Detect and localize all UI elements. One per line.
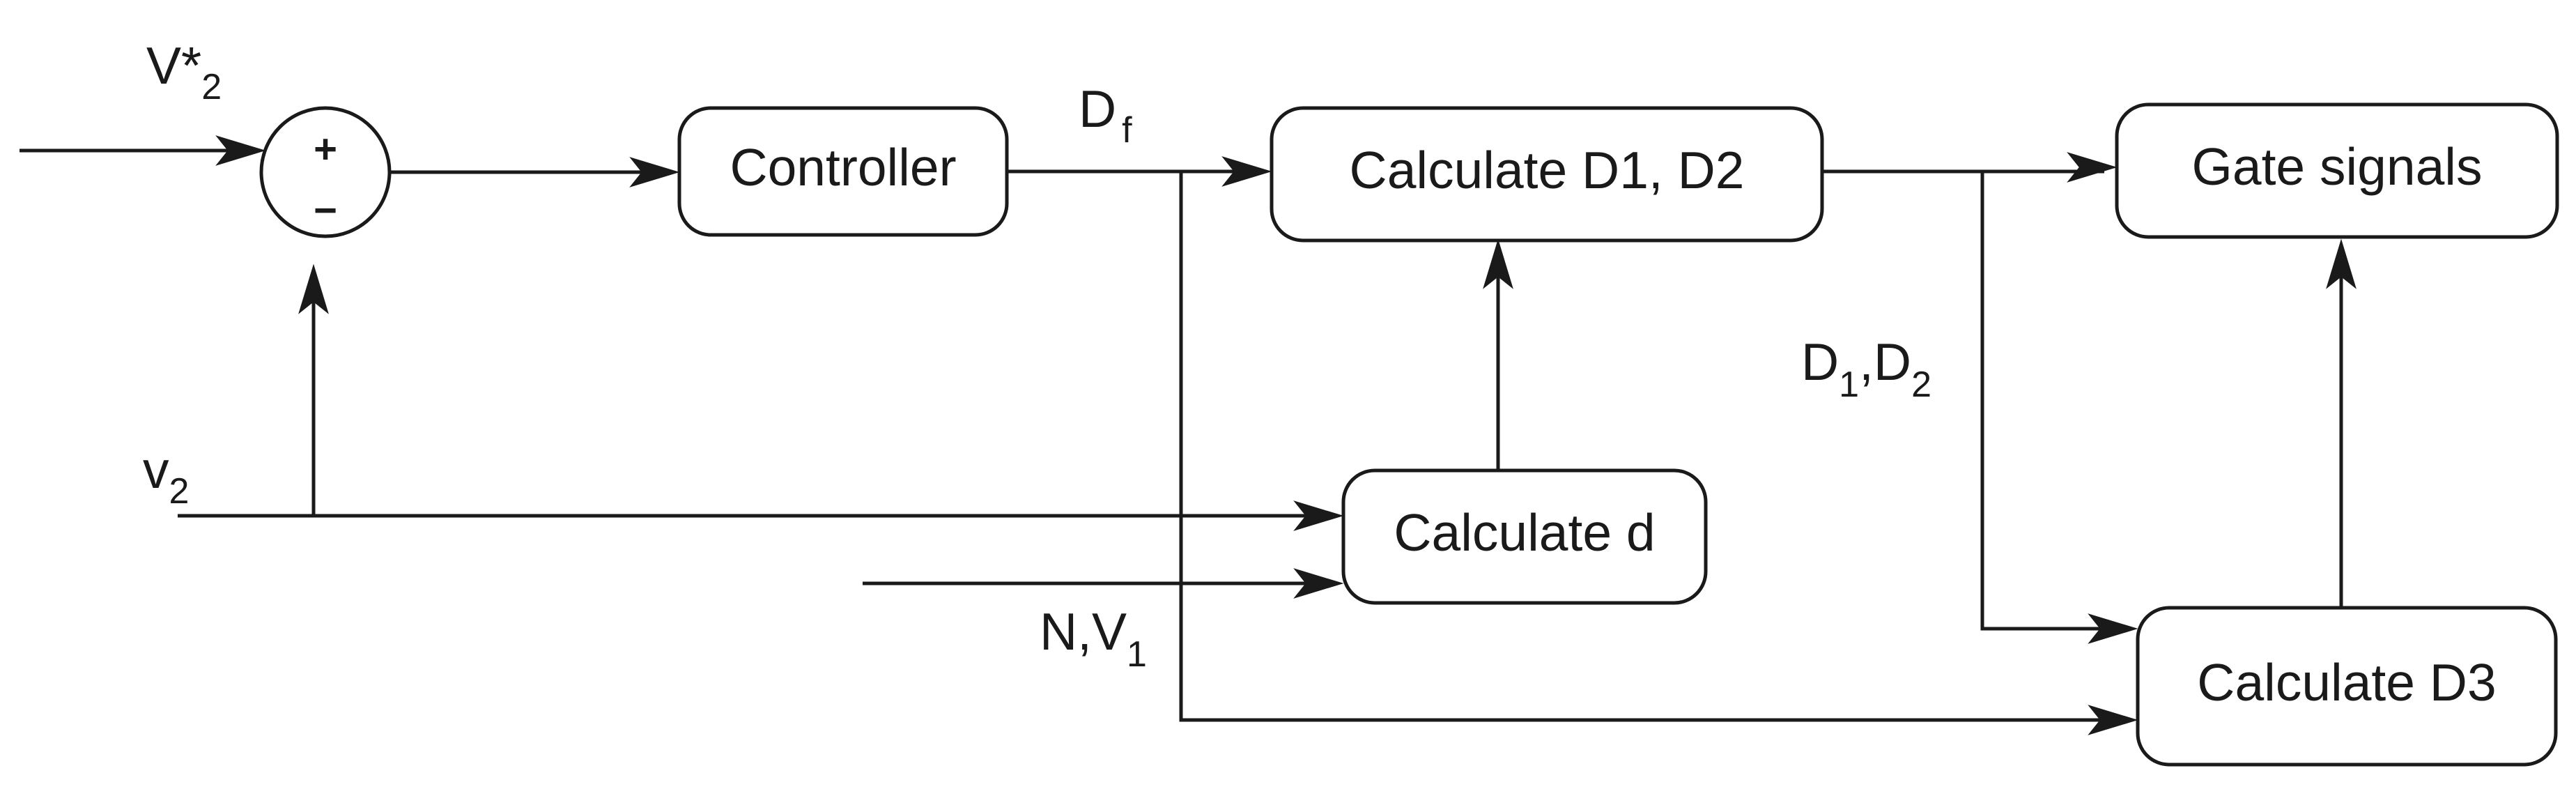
controller-block: Controller	[677, 106, 1009, 237]
arrowhead-nv1-to-calc-d	[1293, 568, 1344, 599]
calculate-d-block: Calculate d	[1341, 468, 1708, 605]
gate-signals-label: Gate signals	[2192, 137, 2483, 196]
plus-sign: +	[314, 126, 337, 171]
reference-voltage-label: V*2	[146, 36, 222, 107]
calculate-d3-block: Calculate D3	[2136, 606, 2558, 767]
n-v1-label: N,V1	[1040, 602, 1147, 675]
gate-signals-block: Gate signals	[2115, 102, 2559, 239]
calculate-d3-label: Calculate D3	[2197, 653, 2496, 712]
arrowhead-gate-from-d3	[2326, 238, 2357, 289]
v2-feedback-label: v2	[143, 441, 189, 512]
summing-junction: + −	[259, 106, 392, 238]
arrowhead-controller	[629, 157, 680, 187]
minus-sign: −	[314, 187, 337, 233]
arrowhead-reference	[215, 135, 266, 166]
arrowhead-calc-d1d2	[1221, 156, 1272, 187]
wire-df-to-calc-d3	[1179, 171, 2111, 722]
calculate-d-label: Calculate d	[1394, 503, 1655, 562]
calculate-d1-d2-label: Calculate D1, D2	[1350, 141, 1745, 199]
wire-d1d2-to-calc-d3	[1980, 171, 2111, 631]
arrowhead-v2-to-calc-d	[1293, 500, 1344, 531]
controller-label: Controller	[730, 138, 956, 197]
arrowhead-calc-d3-bottom	[2088, 705, 2138, 735]
calculate-d1-d2-block: Calculate D1, D2	[1270, 106, 1824, 243]
arrowhead-feedback	[298, 263, 329, 314]
arrowhead-calc-d1d2-from-d	[1483, 238, 1513, 289]
arrowhead-calc-d3-top	[2088, 613, 2138, 644]
d1-d2-label: D1,D2	[1801, 332, 1931, 405]
arrowhead-gate	[2067, 152, 2118, 183]
